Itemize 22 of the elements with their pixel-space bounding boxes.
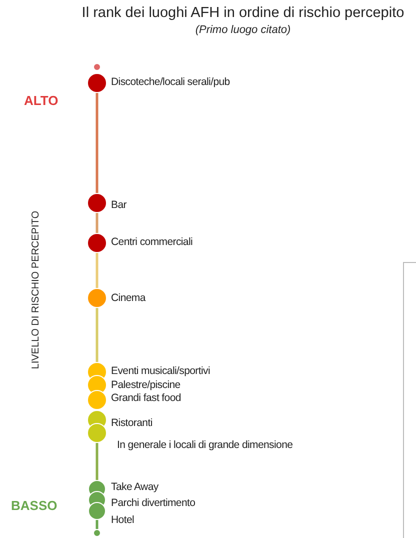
- place-label: Palestre/piscine: [111, 379, 180, 391]
- place-label: Cinema: [111, 292, 146, 304]
- place-label: Take Away: [111, 481, 158, 493]
- place-label: Ristoranti: [111, 417, 152, 429]
- high-label: ALTO: [24, 92, 58, 110]
- timeline-segment: [96, 520, 98, 529]
- subtitle: (Primo luogo citato): [194, 23, 292, 38]
- place-label: Discoteche/locali serali/pub: [111, 76, 230, 88]
- place-label: Grandi fast food: [111, 392, 181, 404]
- place-label: Parchi divertimento: [111, 497, 196, 509]
- low-label: BASSO: [11, 497, 58, 515]
- timeline-segment: [96, 213, 98, 233]
- place-label: In generale i locali di grande dimensione: [117, 439, 293, 451]
- place-label: Hotel: [111, 514, 134, 526]
- place-label: Eventi musicali/sportivi: [111, 365, 210, 377]
- timeline-segment: [96, 93, 98, 193]
- place-label: Centri commerciali: [111, 236, 193, 248]
- timeline-segment: [96, 308, 98, 362]
- timeline-segment: [96, 253, 98, 288]
- axis-label: LIVELLO DI RISCHIO PERCEPITO: [30, 210, 42, 370]
- place-label: Bar: [111, 199, 126, 211]
- title: Il rank dei luoghi AFH in ordine di rischio percepito: [80, 4, 406, 23]
